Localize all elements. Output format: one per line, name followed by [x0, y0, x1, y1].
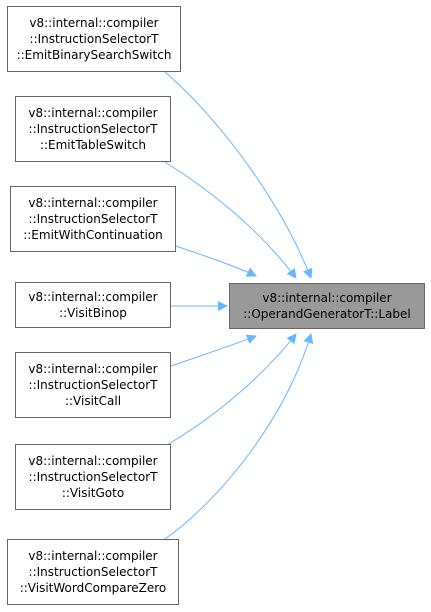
node-label-line: ::VisitWordCompareZero — [19, 581, 167, 595]
node-label-line: v8::internal::compiler — [28, 362, 158, 376]
node-label-line: ::InstructionSelectorT — [28, 565, 158, 579]
node-label-line: v8::internal::compiler — [28, 549, 158, 563]
edge-visit-call — [170, 334, 257, 367]
caller-node-emit-with-continuation[interactable]: v8::internal::compiler ::InstructionSele… — [10, 186, 176, 252]
node-label-line: ::EmitWithContinuation — [23, 228, 163, 242]
node-label-line: v8::internal::compiler — [262, 291, 392, 305]
node-label-line: ::VisitGoto — [61, 486, 125, 500]
node-label-line: ::OperandGeneratorT::Label — [243, 307, 411, 321]
node-label-line: ::VisitCall — [64, 394, 122, 408]
edge-visit-goto — [164, 333, 297, 447]
edges — [164, 71, 314, 540]
node-label-line: ::InstructionSelectorT — [28, 470, 158, 484]
caller-node-visit-binop[interactable]: v8::internal::compiler ::VisitBinop — [15, 282, 171, 328]
edge-emit-binary-search-switch — [164, 71, 313, 279]
target-node-operand-generator-label[interactable]: v8::internal::compiler ::OperandGenerato… — [229, 283, 425, 329]
edge-emit-table-switch — [164, 161, 297, 279]
edge-visit-word-compare-zero — [164, 333, 314, 540]
node-label-line: v8::internal::compiler — [28, 454, 158, 468]
node-label-line: v8::internal::compiler — [28, 196, 158, 210]
node-label-line: ::InstructionSelectorT — [28, 122, 158, 136]
node-label-line: ::InstructionSelectorT — [28, 378, 158, 392]
caller-node-visit-goto[interactable]: v8::internal::compiler ::InstructionSele… — [15, 444, 171, 510]
node-label-line: v8::internal::compiler — [29, 16, 159, 30]
node-label-line: ::InstructionSelectorT — [29, 32, 159, 46]
caller-node-emit-binary-search-switch[interactable]: v8::internal::compiler ::InstructionSele… — [7, 6, 181, 72]
node-label-line: v8::internal::compiler — [28, 106, 158, 120]
edge-emit-with-continuation — [175, 245, 257, 277]
node-label-line: ::VisitBinop — [59, 306, 127, 320]
caller-node-emit-table-switch[interactable]: v8::internal::compiler ::InstructionSele… — [15, 96, 171, 162]
node-label-line: ::EmitBinarySearchSwitch — [16, 48, 172, 62]
caller-node-visit-call[interactable]: v8::internal::compiler ::InstructionSele… — [15, 352, 171, 418]
node-label-line: ::InstructionSelectorT — [28, 212, 158, 226]
node-label-line: v8::internal::compiler — [28, 290, 158, 304]
node-label-line: ::EmitTableSwitch — [39, 138, 147, 152]
caller-node-visit-word-compare-zero[interactable]: v8::internal::compiler ::InstructionSele… — [7, 539, 179, 605]
